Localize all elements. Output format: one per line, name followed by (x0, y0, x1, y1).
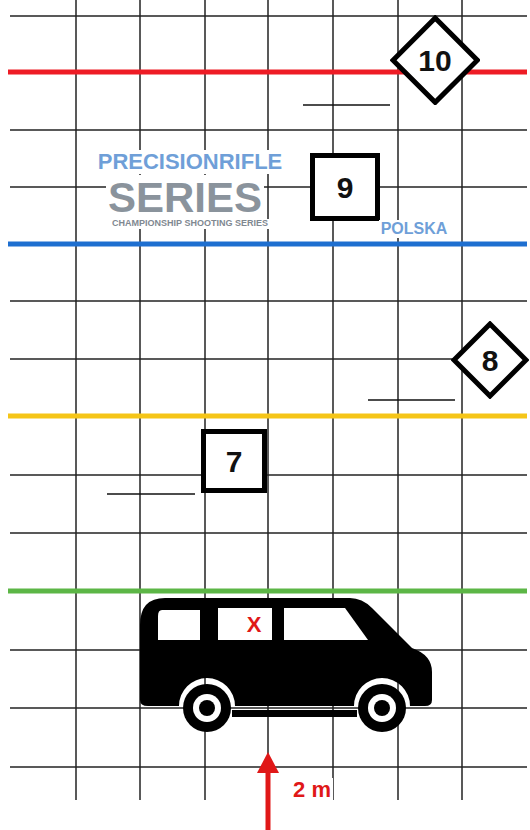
target-diamond: 10 (390, 15, 480, 105)
vehicle-window (158, 610, 200, 640)
vehicle-wheel (183, 684, 231, 732)
grid-line (10, 15, 527, 17)
grid-line (10, 707, 527, 709)
target-stand (303, 104, 390, 106)
grid-line (204, 0, 206, 800)
vehicle-window (284, 608, 368, 640)
watermark-text: SERIES (106, 175, 264, 221)
target-number: 9 (337, 171, 354, 204)
grid-line (461, 0, 463, 800)
diamond-shape (454, 324, 526, 396)
green-line (8, 589, 527, 594)
grid-line (10, 358, 527, 360)
direction-arrowhead (257, 752, 279, 773)
position-mark: X (245, 613, 264, 637)
watermark-text: CHAMPIONSHIP SHOOTING SERIES (110, 219, 270, 229)
vehicle-window (218, 608, 272, 640)
target-box: 9 (310, 153, 380, 221)
watermark-text: POLSKA (379, 220, 450, 238)
vehicle-rim (193, 694, 221, 722)
vehicle-wheel (358, 684, 406, 732)
target-number: 10 (418, 44, 451, 77)
distance-label: 2 m (291, 778, 333, 802)
vehicle (140, 598, 432, 732)
vehicle-hub (374, 700, 390, 716)
target-number: 7 (226, 445, 243, 478)
diamond-shape (393, 18, 477, 102)
target-stand (107, 493, 195, 495)
blue-line (8, 242, 527, 247)
grid-line (75, 0, 77, 800)
target-box: 7 (201, 429, 267, 493)
vehicle-rim (368, 694, 396, 722)
vehicle-step (232, 710, 357, 717)
grid-line (10, 474, 527, 476)
direction-arrow (266, 770, 271, 830)
yellow-line (8, 414, 527, 419)
grid (10, 0, 527, 800)
grid-line (10, 129, 527, 131)
grid-line (10, 186, 527, 188)
target-number: 8 (482, 344, 499, 377)
vehicle-hub (199, 700, 215, 716)
target-diamond: 8 (451, 321, 529, 399)
target-stand (368, 399, 455, 401)
grid-line (10, 532, 527, 534)
grid-line (10, 300, 527, 302)
watermark-text: PRECISIONRIFLE (96, 150, 285, 174)
